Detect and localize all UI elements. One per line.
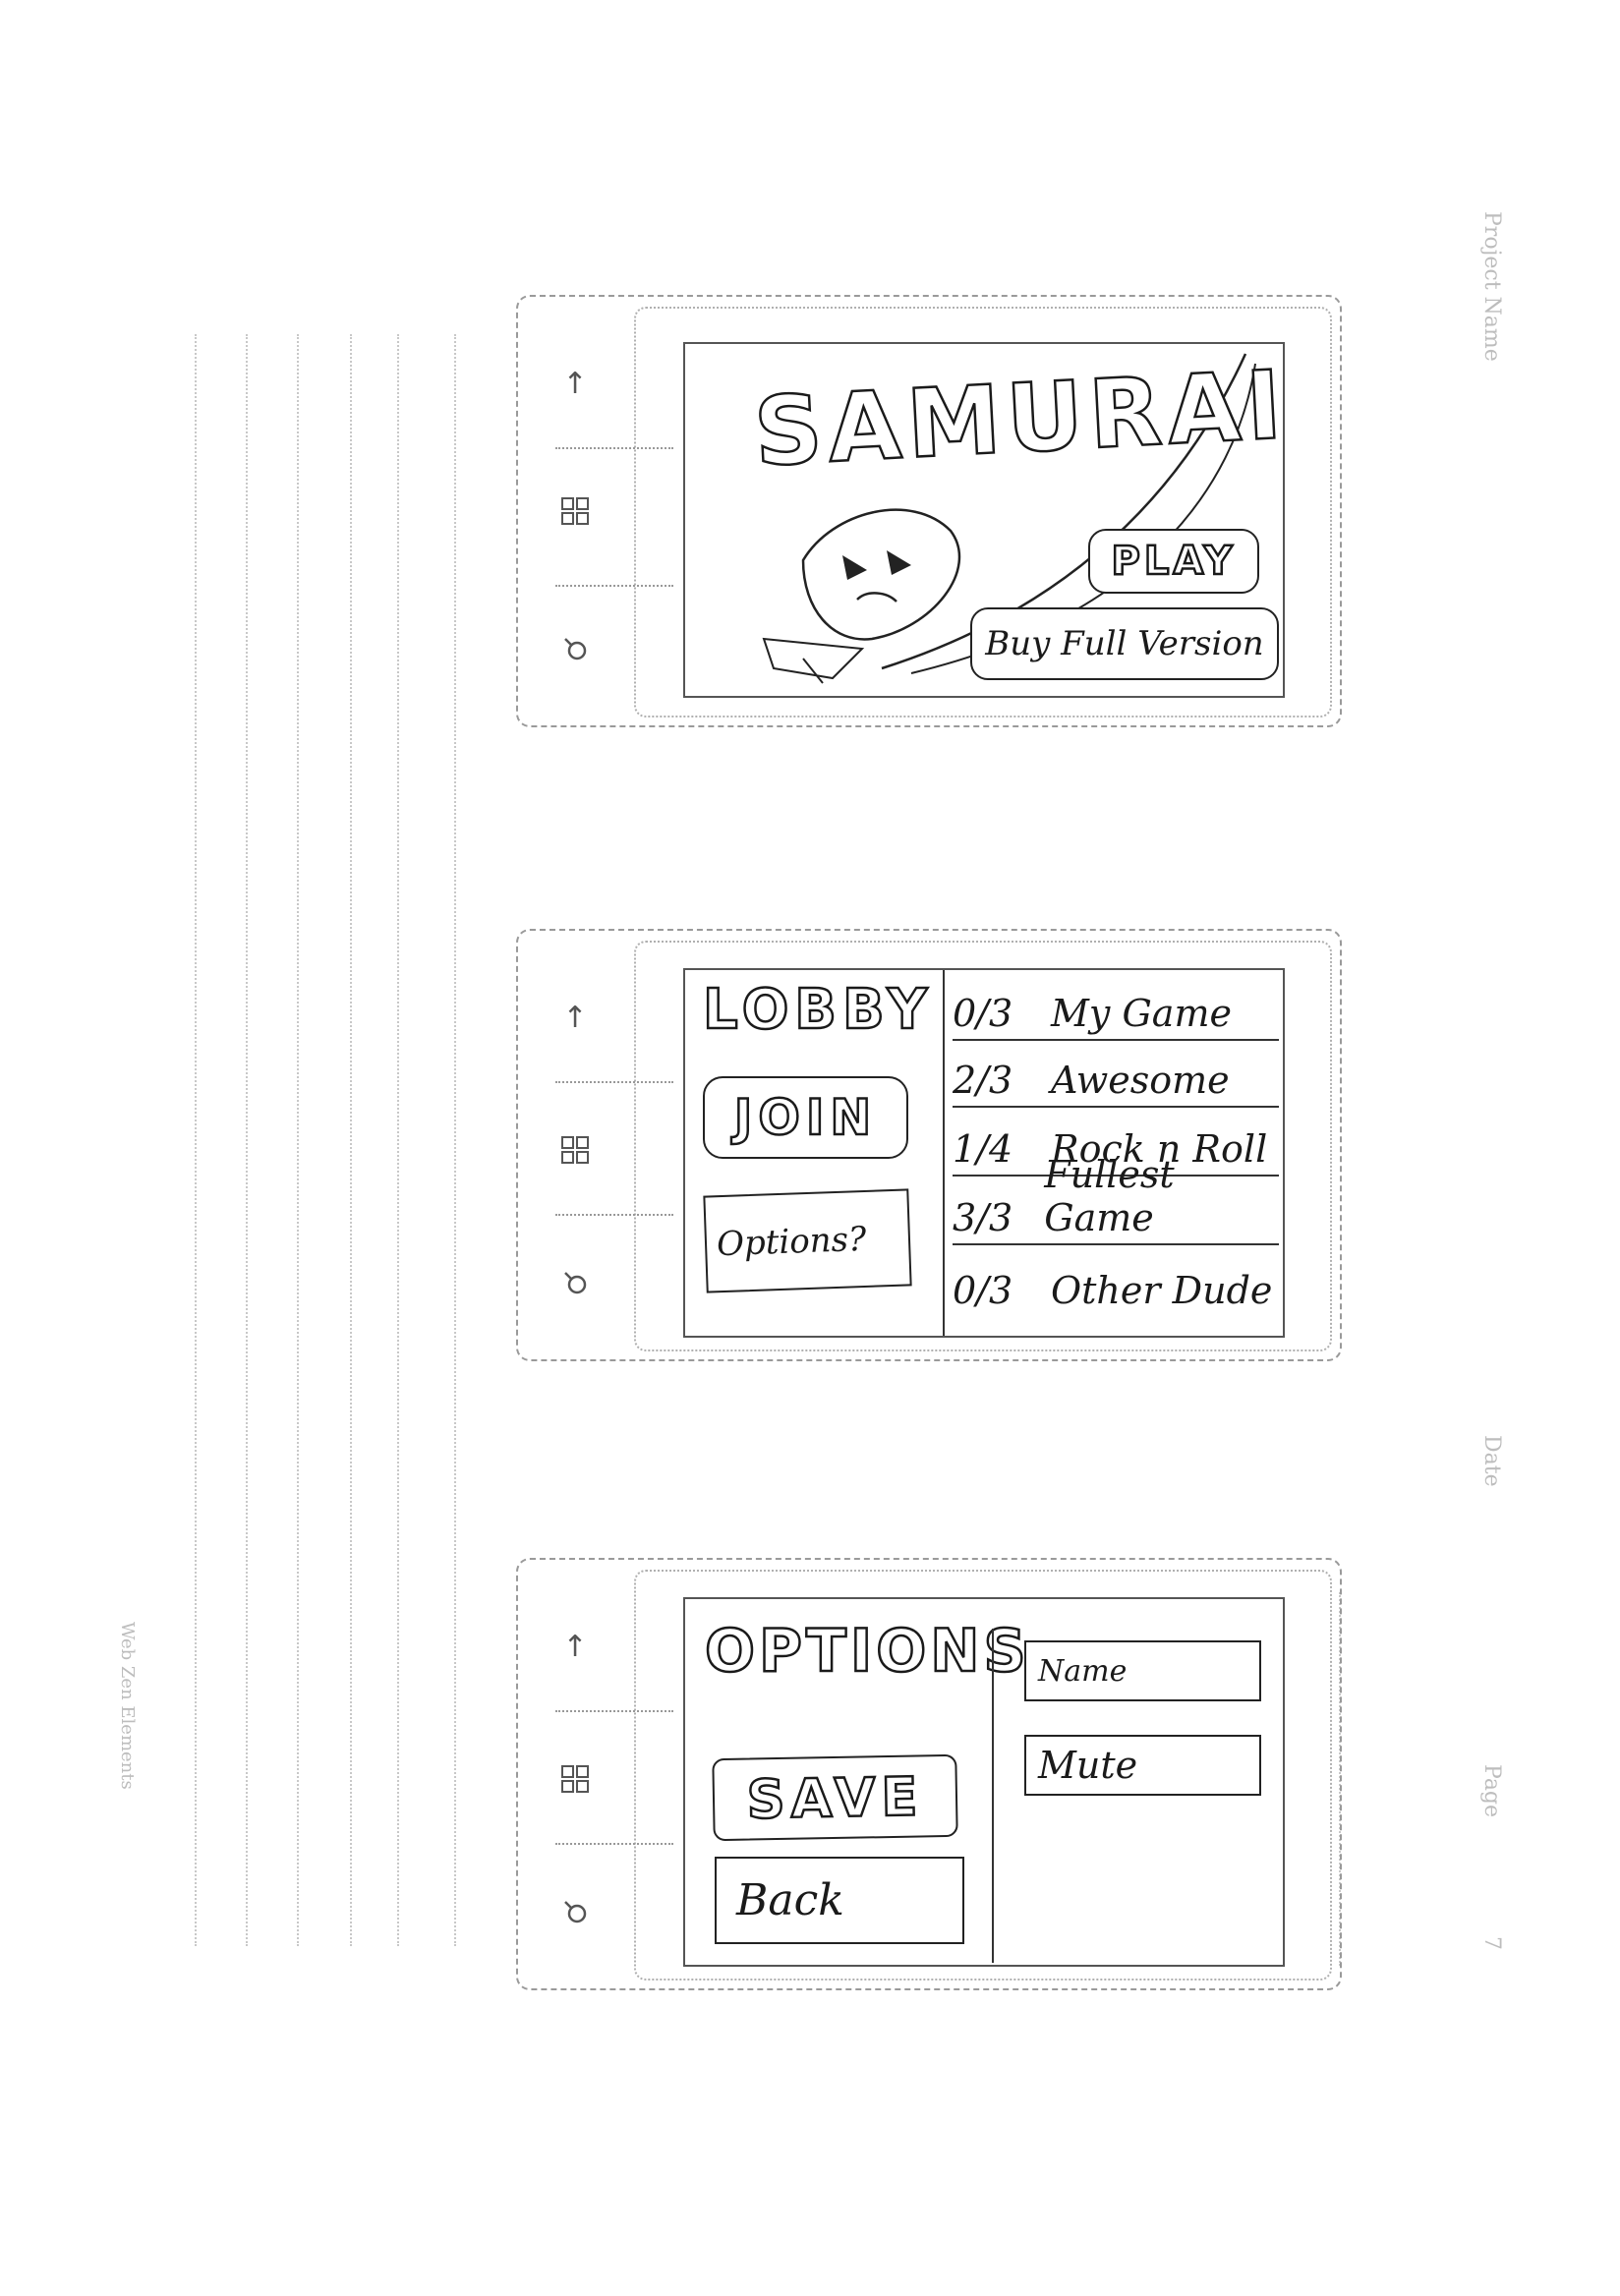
game-list: 0/3 My Game 2/3 Awesome 1/4 Rock n Roll … — [945, 970, 1283, 1336]
game-name: Awesome — [1051, 1059, 1230, 1102]
game-count: 1/4 — [953, 1127, 1013, 1171]
game-count: 3/3 — [953, 1196, 1013, 1239]
game-row[interactable]: 0/3 My Game — [953, 978, 1279, 1041]
options-screen-phone: ↑ OPTIONS SAVE Back Name — [516, 1558, 1342, 1990]
divider — [555, 1710, 673, 1712]
game-count: 0/3 — [953, 1269, 1013, 1312]
guide-line — [454, 334, 456, 1946]
game-row[interactable]: 3/3 Fullest Game — [953, 1153, 1279, 1245]
search-icon-glyph — [564, 1272, 587, 1294]
options-title: OPTIONS — [704, 1616, 1030, 1688]
mute-toggle-label: Mute — [1038, 1744, 1138, 1787]
footer-left-label: Web Zen Elements — [117, 1622, 138, 1790]
game-name: Fullest Game — [1044, 1153, 1175, 1239]
game-row[interactable]: 2/3 Awesome — [953, 1045, 1279, 1108]
play-button[interactable]: PLAY — [1088, 529, 1259, 594]
project-name-label: Project Name — [1479, 211, 1504, 362]
up-arrow-icon[interactable]: ↑ — [562, 1629, 588, 1664]
lobby-screen-phone: ↑ LOBBY JOIN Options? — [516, 929, 1342, 1361]
guide-line — [297, 334, 299, 1946]
back-button[interactable]: Back — [715, 1857, 964, 1944]
game-name: Rock n Roll — [1051, 1127, 1268, 1171]
buy-full-version-button[interactable]: Buy Full Version — [970, 607, 1279, 680]
search-icon[interactable] — [555, 629, 595, 668]
up-arrow-icon[interactable]: ↑ — [562, 1000, 588, 1035]
buy-button-label: Buy Full Version — [985, 624, 1264, 663]
options-button[interactable]: Options? — [703, 1188, 912, 1293]
grid-icon[interactable] — [555, 1130, 595, 1170]
back-button-label: Back — [736, 1875, 844, 1925]
divider — [992, 1629, 994, 1963]
grid-icon-glyph — [561, 497, 589, 525]
name-field[interactable]: Name — [1024, 1640, 1261, 1701]
search-icon[interactable] — [555, 1892, 595, 1931]
lobby-title: LOBBY — [702, 977, 934, 1044]
phone-inner-outline — [634, 307, 1332, 718]
title-screen: SAMURAI PLAY Buy Full Version — [683, 342, 1292, 698]
options-button-label: Options? — [716, 1219, 867, 1264]
grid-icon-glyph — [561, 1765, 589, 1793]
softkey-bar: ↑ — [536, 305, 673, 718]
phone-outline — [516, 929, 1342, 1361]
game-count: 2/3 — [953, 1059, 1013, 1102]
mute-toggle[interactable]: Mute — [1024, 1735, 1261, 1796]
divider — [555, 1214, 673, 1216]
up-arrow-icon[interactable]: ↑ — [562, 366, 588, 401]
guide-line — [350, 334, 352, 1946]
date-label: Date — [1479, 1435, 1504, 1487]
play-button-label: PLAY — [1110, 538, 1237, 586]
join-button[interactable]: JOIN — [703, 1076, 908, 1159]
phone-inner-outline — [634, 941, 1332, 1351]
phone-outline — [516, 295, 1342, 727]
grid-icon[interactable] — [555, 491, 595, 531]
lobby-screen: LOBBY JOIN Options? 0/3 My Game 2/3 Awes… — [683, 968, 1285, 1338]
guide-line — [246, 334, 248, 1946]
softkey-bar: ↑ — [536, 939, 673, 1351]
game-row[interactable]: 1/4 Rock n Roll — [953, 1114, 1279, 1177]
phone-inner-outline — [634, 1570, 1332, 1980]
game-row[interactable]: 0/3 Other Dude — [953, 1255, 1279, 1316]
search-icon-glyph — [564, 1901, 587, 1923]
search-icon-glyph — [564, 638, 587, 660]
grid-icon[interactable] — [555, 1759, 595, 1799]
save-button[interactable]: SAVE — [712, 1753, 958, 1842]
softkey-bar: ↑ — [536, 1568, 673, 1980]
options-screen: OPTIONS SAVE Back Name Mute — [683, 1597, 1285, 1967]
join-button-label: JOIN — [732, 1088, 878, 1148]
guide-line — [195, 334, 197, 1946]
divider — [943, 970, 945, 1336]
save-button-label: SAVE — [745, 1764, 925, 1832]
game-name: Other Dude — [1051, 1269, 1273, 1312]
game-name: My Game — [1051, 992, 1232, 1035]
search-icon[interactable] — [555, 1263, 595, 1302]
guide-line — [397, 334, 399, 1946]
divider — [555, 1843, 673, 1845]
game-count: 0/3 — [953, 992, 1013, 1035]
name-field-label: Name — [1038, 1653, 1128, 1689]
divider — [555, 585, 673, 587]
divider — [555, 1081, 673, 1083]
phone-outline — [516, 1558, 1342, 1990]
divider — [555, 447, 673, 449]
page-number: 7 — [1479, 1936, 1504, 1950]
title-screen-phone: ↑ SAMU — [516, 295, 1342, 727]
grid-icon-glyph — [561, 1136, 589, 1164]
page-label: Page — [1479, 1764, 1504, 1818]
